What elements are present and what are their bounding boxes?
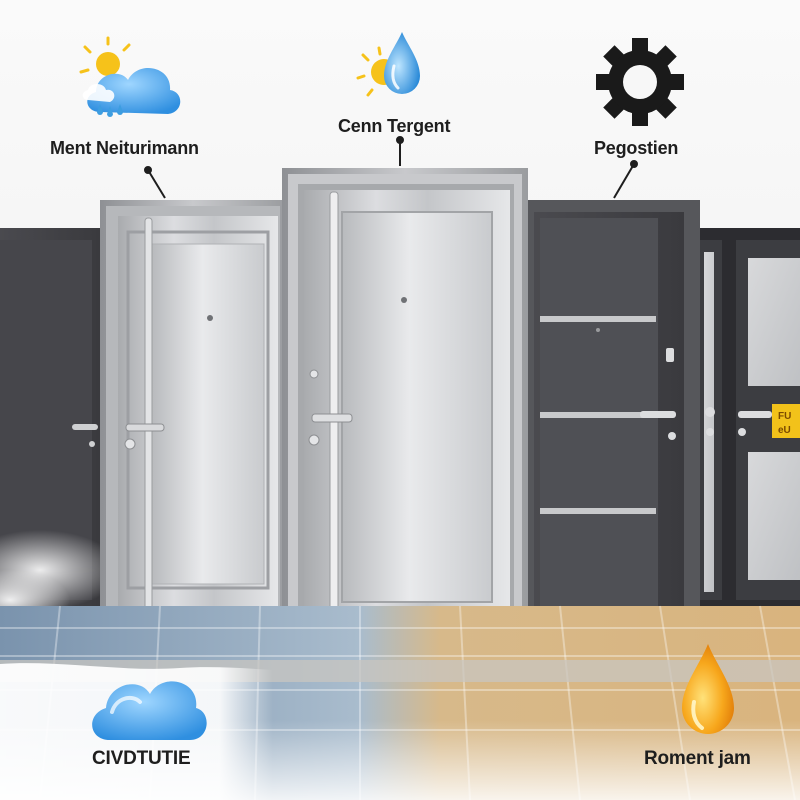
- door-sign-text-1: FU: [778, 411, 791, 422]
- gear-icon: [596, 38, 684, 126]
- door-sign-text-2: eU: [778, 425, 791, 436]
- door-handle[interactable]: [738, 411, 772, 418]
- door-dark-right: [528, 200, 700, 618]
- label-bottom-left: CIVDTUTIE: [92, 748, 191, 769]
- door-steel-center: [282, 168, 528, 632]
- door-steel-left: [100, 200, 286, 618]
- door-sign: [772, 404, 800, 438]
- label-top-left: Ment Neiturimann: [50, 138, 199, 158]
- label-bottom-right: Roment jam: [644, 748, 751, 769]
- door-pull-bar[interactable]: [144, 217, 153, 615]
- label-top-center: Cenn Tergent: [338, 116, 451, 136]
- sun-water-drop-icon: [356, 32, 420, 97]
- sun-rain-cloud-icon: [79, 36, 181, 117]
- label-top-right: Pegostien: [594, 138, 679, 158]
- cloud-icon: [92, 681, 207, 740]
- oil-drop-icon: [682, 644, 734, 734]
- door-handle[interactable]: [640, 411, 676, 418]
- door-handle[interactable]: [125, 423, 165, 432]
- door-handle[interactable]: [311, 413, 353, 423]
- pointer-lines: [144, 136, 638, 199]
- door-handle[interactable]: [72, 424, 98, 430]
- door-pull-bar[interactable]: [329, 191, 339, 623]
